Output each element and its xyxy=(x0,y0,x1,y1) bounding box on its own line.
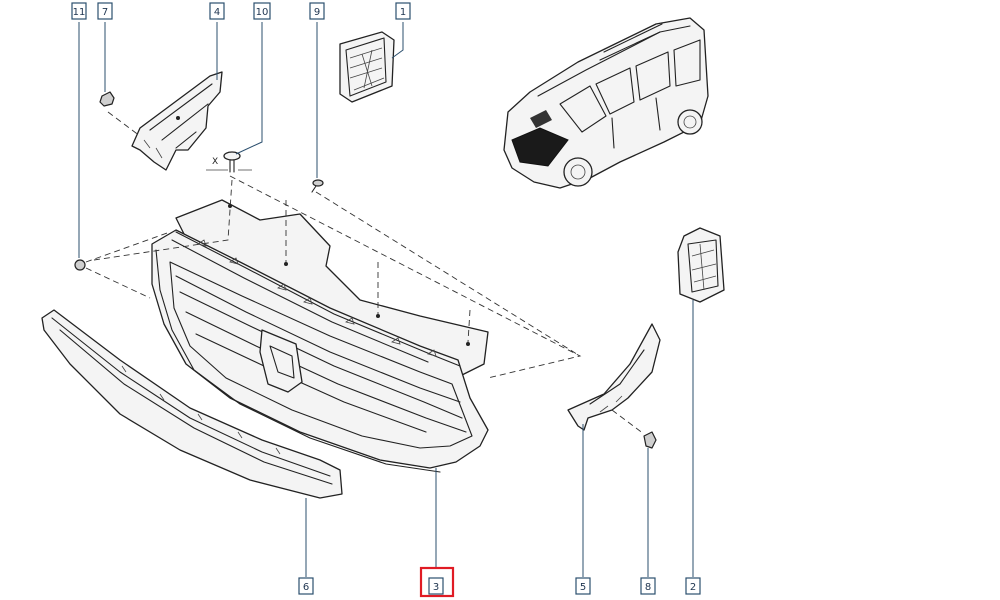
callout-10-label: 10 xyxy=(256,7,269,18)
callout-2-label: 2 xyxy=(690,582,696,593)
part-7-clip xyxy=(99,91,115,107)
part-2-bracket xyxy=(677,227,725,303)
part-1-bracket xyxy=(339,31,395,103)
callout-9[interactable]: 9 xyxy=(309,2,325,20)
callout-8-label: 8 xyxy=(645,582,651,593)
callout-7[interactable]: 7 xyxy=(97,2,113,20)
part-11-nut xyxy=(74,259,86,271)
callout-8[interactable]: 8 xyxy=(640,577,656,595)
callout-4-label: 4 xyxy=(214,7,220,18)
callout-11[interactable]: 11 xyxy=(71,2,87,20)
dimension-x-label: X xyxy=(212,157,218,167)
callout-11-label: 11 xyxy=(73,7,86,18)
callout-6-label: 6 xyxy=(303,582,309,593)
callout-3-label: 3 xyxy=(433,582,439,593)
part-10-screw: X xyxy=(206,151,252,173)
callout-2[interactable]: 2 xyxy=(685,577,701,595)
callout-6[interactable]: 6 xyxy=(298,577,314,595)
callout-4[interactable]: 4 xyxy=(209,2,225,20)
callout-7-label: 7 xyxy=(102,7,108,18)
callout-5[interactable]: 5 xyxy=(575,577,591,595)
callout-3-highlighted[interactable]: 3 xyxy=(419,566,455,598)
part-9-screw xyxy=(311,179,324,193)
callout-9-label: 9 xyxy=(314,7,320,18)
part-8-clip xyxy=(643,431,657,449)
part-6-trim-strip xyxy=(41,309,343,499)
callout-5-label: 5 xyxy=(580,582,586,593)
highlight-frame xyxy=(419,566,455,598)
callout-1[interactable]: 1 xyxy=(395,2,411,20)
vehicle-illustration xyxy=(503,17,709,189)
callout-10[interactable]: 10 xyxy=(253,2,271,20)
part-5-bracket xyxy=(567,323,661,431)
callout-1-label: 1 xyxy=(400,7,406,18)
part-3-grille xyxy=(151,199,489,473)
part-4-support xyxy=(131,71,223,171)
